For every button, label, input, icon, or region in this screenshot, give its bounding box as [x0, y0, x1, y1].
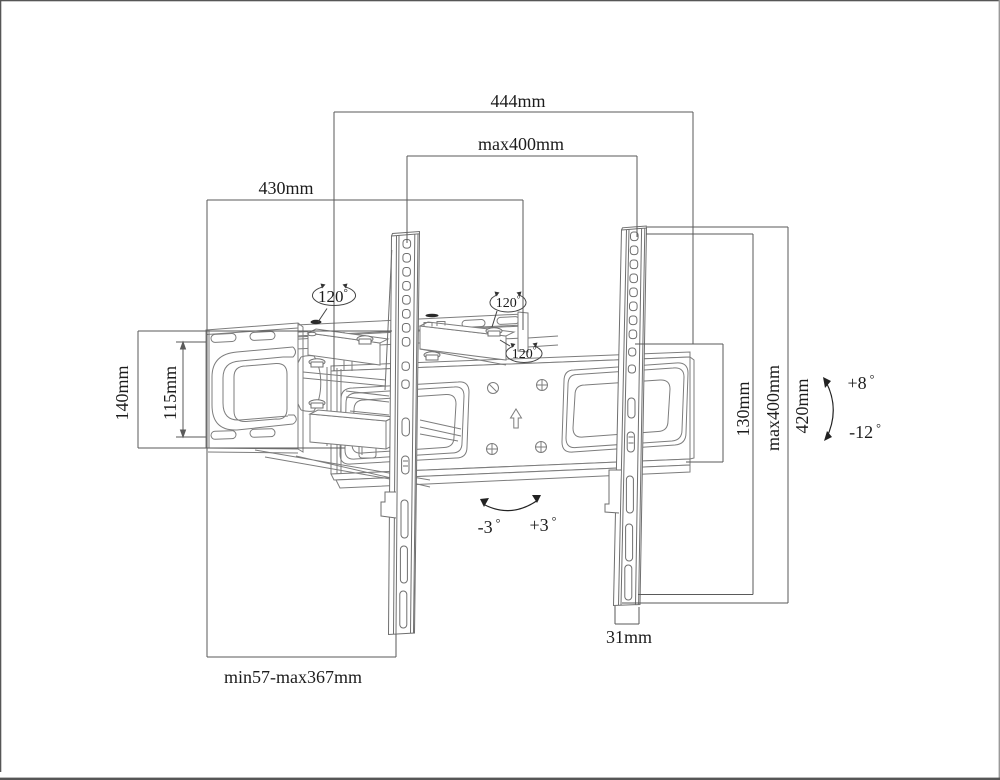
- svg-text:140mm: 140mm: [112, 365, 132, 420]
- svg-text:120°: 120°: [496, 294, 521, 311]
- svg-text:max400mm: max400mm: [763, 365, 783, 451]
- svg-text:115mm: 115mm: [160, 366, 180, 420]
- svg-text:430mm: 430mm: [258, 178, 313, 198]
- svg-text:444mm: 444mm: [490, 91, 545, 111]
- svg-text:31mm: 31mm: [606, 627, 652, 647]
- svg-text:120°: 120°: [512, 345, 537, 362]
- svg-text:120°: 120°: [318, 287, 348, 306]
- svg-text:max400mm: max400mm: [478, 134, 564, 154]
- svg-text:min57-max367mm: min57-max367mm: [224, 667, 362, 687]
- svg-text:130mm: 130mm: [733, 381, 753, 436]
- svg-text:420mm: 420mm: [792, 378, 812, 433]
